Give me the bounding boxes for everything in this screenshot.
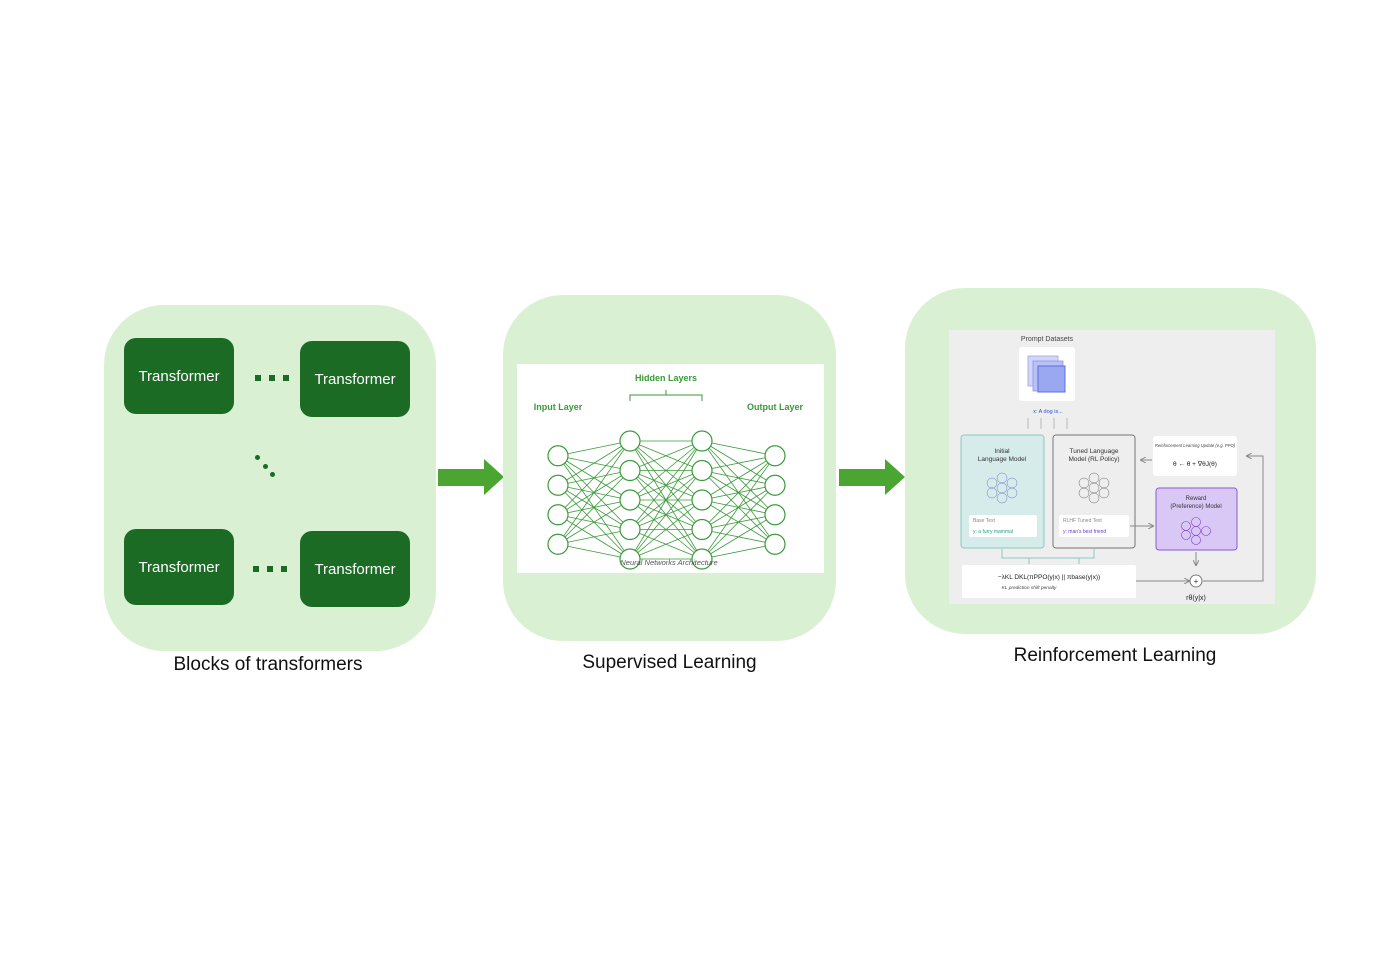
nn-node-layer-1 [547, 474, 569, 496]
nn-connection [629, 499, 703, 560]
kl-penalty-caption: KL prediction shift penalty [1002, 585, 1057, 591]
nn-node-layer-3 [691, 459, 713, 482]
nn-node-layer-1 [547, 504, 569, 526]
nn-connection [701, 514, 776, 560]
ellipsis-top [255, 375, 291, 381]
initial-model-network-icon [986, 472, 1018, 504]
nn-connection [557, 440, 631, 516]
nn-connection [629, 440, 703, 501]
flow-arrow-2 [839, 459, 905, 495]
sum-plus: + [1194, 577, 1199, 586]
flow-arrow-1 [438, 459, 504, 495]
nn-footer-label: Neural Networks Architecture [620, 558, 717, 567]
nn-connection [701, 484, 776, 560]
transformer-block-bottom-right: Transformer [300, 531, 410, 607]
ellipsis-bottom [253, 566, 289, 572]
transformer-block-top-right: Transformer [300, 341, 410, 417]
nn-node-layer-2 [619, 489, 641, 511]
nn-node-layer-3 [691, 489, 713, 511]
nn-connection [557, 440, 631, 545]
rl-update-formula: θ ← θ + ∇θJ(θ) [1173, 460, 1217, 468]
nn-node-layer-1 [547, 533, 569, 555]
nn-connection [701, 440, 776, 457]
nn-connection [629, 529, 703, 560]
tuned-model-network-icon [1078, 472, 1110, 504]
nn-node-layer-3 [691, 548, 713, 570]
nn-node-layer-3 [691, 430, 713, 452]
base-output: y: a furry mammal [973, 529, 1013, 535]
transformer-block-top-left: Transformer [124, 338, 234, 414]
nn-connection [701, 455, 776, 471]
nn-node-layer-2 [619, 459, 641, 482]
caption-reinforcement-learning: Reinforcement Learning [1013, 645, 1217, 666]
nn-node-layer-1 [547, 445, 569, 467]
dataset-stack-icon [1037, 365, 1066, 393]
reward-label: rθ(y|x) [1186, 595, 1206, 602]
caption-blocks-of-transformers: Blocks of transformers [173, 654, 363, 675]
nn-node-layer-4 [764, 445, 786, 467]
nn-connection [701, 455, 776, 501]
prompt-datasets-label: Prompt Datasets [1021, 336, 1074, 343]
nn-connection [629, 440, 703, 530]
nn-connection [629, 440, 703, 560]
output-layer-label: Output Layer [747, 402, 804, 412]
nn-node-layer-2 [619, 548, 641, 570]
neural-network-diagram: Hidden Layers Input Layer Output Layer N… [534, 373, 804, 570]
reward-model-box [1155, 487, 1238, 551]
hidden-layers-bracket [629, 390, 703, 401]
nn-connection [557, 440, 631, 486]
kl-penalty-formula: −λKL DKL(πPPO(y|x) || πbase(y|x)) [998, 574, 1100, 581]
nn-node-layer-4 [764, 474, 786, 496]
nn-connection [629, 470, 703, 560]
tuned-output: y: man's best friend [1063, 529, 1106, 535]
prompt-sample: x: A dog is... [1033, 409, 1063, 415]
sum-node [1189, 574, 1203, 588]
nn-node-layer-3 [691, 518, 713, 541]
base-text-label: Base Text [973, 518, 995, 524]
nn-connection [557, 543, 631, 560]
nn-connection [701, 455, 776, 560]
kl-penalty-box [962, 565, 1136, 598]
neural-network-card: Hidden Layers Input Layer Output Layer N… [517, 364, 824, 573]
nn-connection [629, 440, 703, 471]
hidden-layers-label: Hidden Layers [635, 373, 697, 383]
nn-connection [557, 440, 631, 457]
nn-connection [701, 543, 776, 560]
rl-update-box [1153, 436, 1237, 476]
nn-connection [701, 455, 776, 530]
nn-connection [557, 470, 631, 545]
caption-supervised-learning: Supervised Learning [582, 652, 757, 673]
nn-node-layer-4 [764, 533, 786, 555]
nn-connection [557, 499, 631, 545]
rl-update-title: Reinforcement Learning Update (e.g. PPO) [1155, 443, 1236, 448]
nn-node-layer-2 [619, 430, 641, 452]
reward-model-network-icon [1181, 517, 1211, 545]
rlhf-text-label: RLHF Tuned Text [1063, 518, 1102, 524]
input-layer-label: Input Layer [534, 402, 583, 412]
nn-node-layer-2 [619, 518, 641, 541]
reward-model-label: Reward(Preference) Model [1170, 496, 1221, 510]
nn-node-layer-4 [764, 504, 786, 526]
nn-connection [557, 529, 631, 545]
transformer-block-bottom-left: Transformer [124, 529, 234, 605]
